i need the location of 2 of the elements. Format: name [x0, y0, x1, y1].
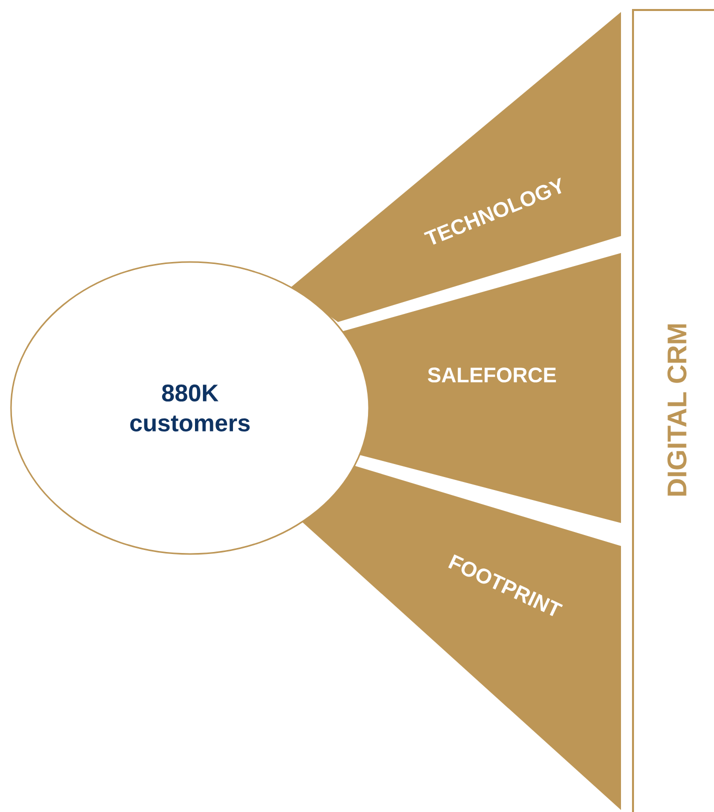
bracket-band: DIGITAL CRM	[632, 9, 714, 812]
node-label: SALEFORCE	[428, 368, 556, 382]
